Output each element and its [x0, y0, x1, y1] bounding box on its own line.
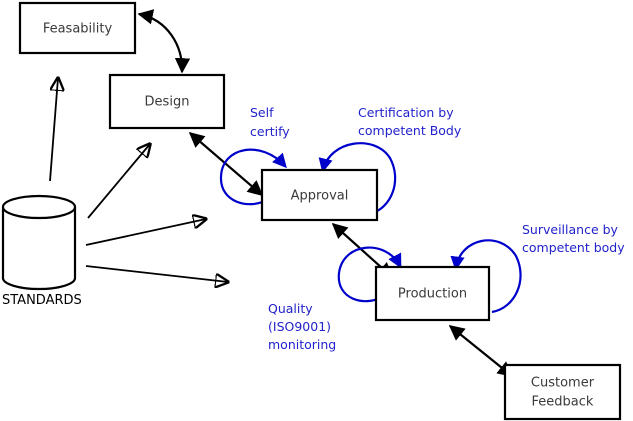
node-approval-label: Approval [291, 189, 349, 204]
loop-surveillance-competent-body [450, 239, 522, 314]
node-feasability-label: Feasability [43, 22, 113, 37]
node-design-label: Design [145, 95, 190, 110]
flow-design-to-approval [188, 131, 264, 197]
loop-certification-competent-body [318, 142, 397, 216]
annotation-surveillance-competent-body: Surveillance by competent body [522, 222, 625, 255]
annotation-quality-line2: (ISO9001) [268, 319, 331, 334]
node-customer-feedback-label-line1: Customer [531, 376, 595, 391]
flow-feasability-to-design [137, 9, 191, 74]
annotation-self-certify-line2: certify [250, 124, 290, 139]
flow-standards-to-production [85, 265, 228, 282]
annotation-certification-line2: competent Body [358, 123, 462, 138]
flow-production-to-customer-feedback [448, 325, 514, 377]
loop-self-certify [219, 148, 287, 206]
annotation-quality-monitoring: Quality (ISO9001) monitoring [268, 301, 336, 352]
node-design[interactable]: Design [108, 73, 226, 130]
annotation-certification-competent-body: Certification by competent Body [358, 105, 462, 138]
node-feasability[interactable]: Feasability [18, 1, 137, 55]
node-production-label: Production [398, 287, 467, 302]
flow-standards-to-design [87, 144, 150, 219]
annotation-quality-line1: Quality [268, 301, 313, 316]
annotation-certification-line1: Certification by [358, 105, 454, 120]
node-customer-feedback-label-line2: Feedback [532, 395, 594, 410]
loop-quality-monitoring [337, 246, 402, 303]
node-production[interactable]: Production [374, 265, 491, 322]
flow-standards-to-feasability [49, 78, 58, 182]
annotation-self-certify: Self certify [250, 105, 290, 139]
node-customer-feedback[interactable]: Customer Feedback [503, 363, 622, 421]
annotation-surveillance-line1: Surveillance by [522, 222, 619, 237]
node-approval[interactable]: Approval [260, 168, 379, 222]
annotation-self-certify-line1: Self [250, 105, 274, 120]
annotation-quality-line3: monitoring [268, 337, 336, 352]
flow-standards-to-approval [85, 219, 206, 246]
annotation-surveillance-line2: competent body [522, 240, 625, 255]
datastore-standards[interactable]: STANDARDS [1, 194, 82, 308]
datastore-standards-label: STANDARDS [2, 293, 82, 308]
